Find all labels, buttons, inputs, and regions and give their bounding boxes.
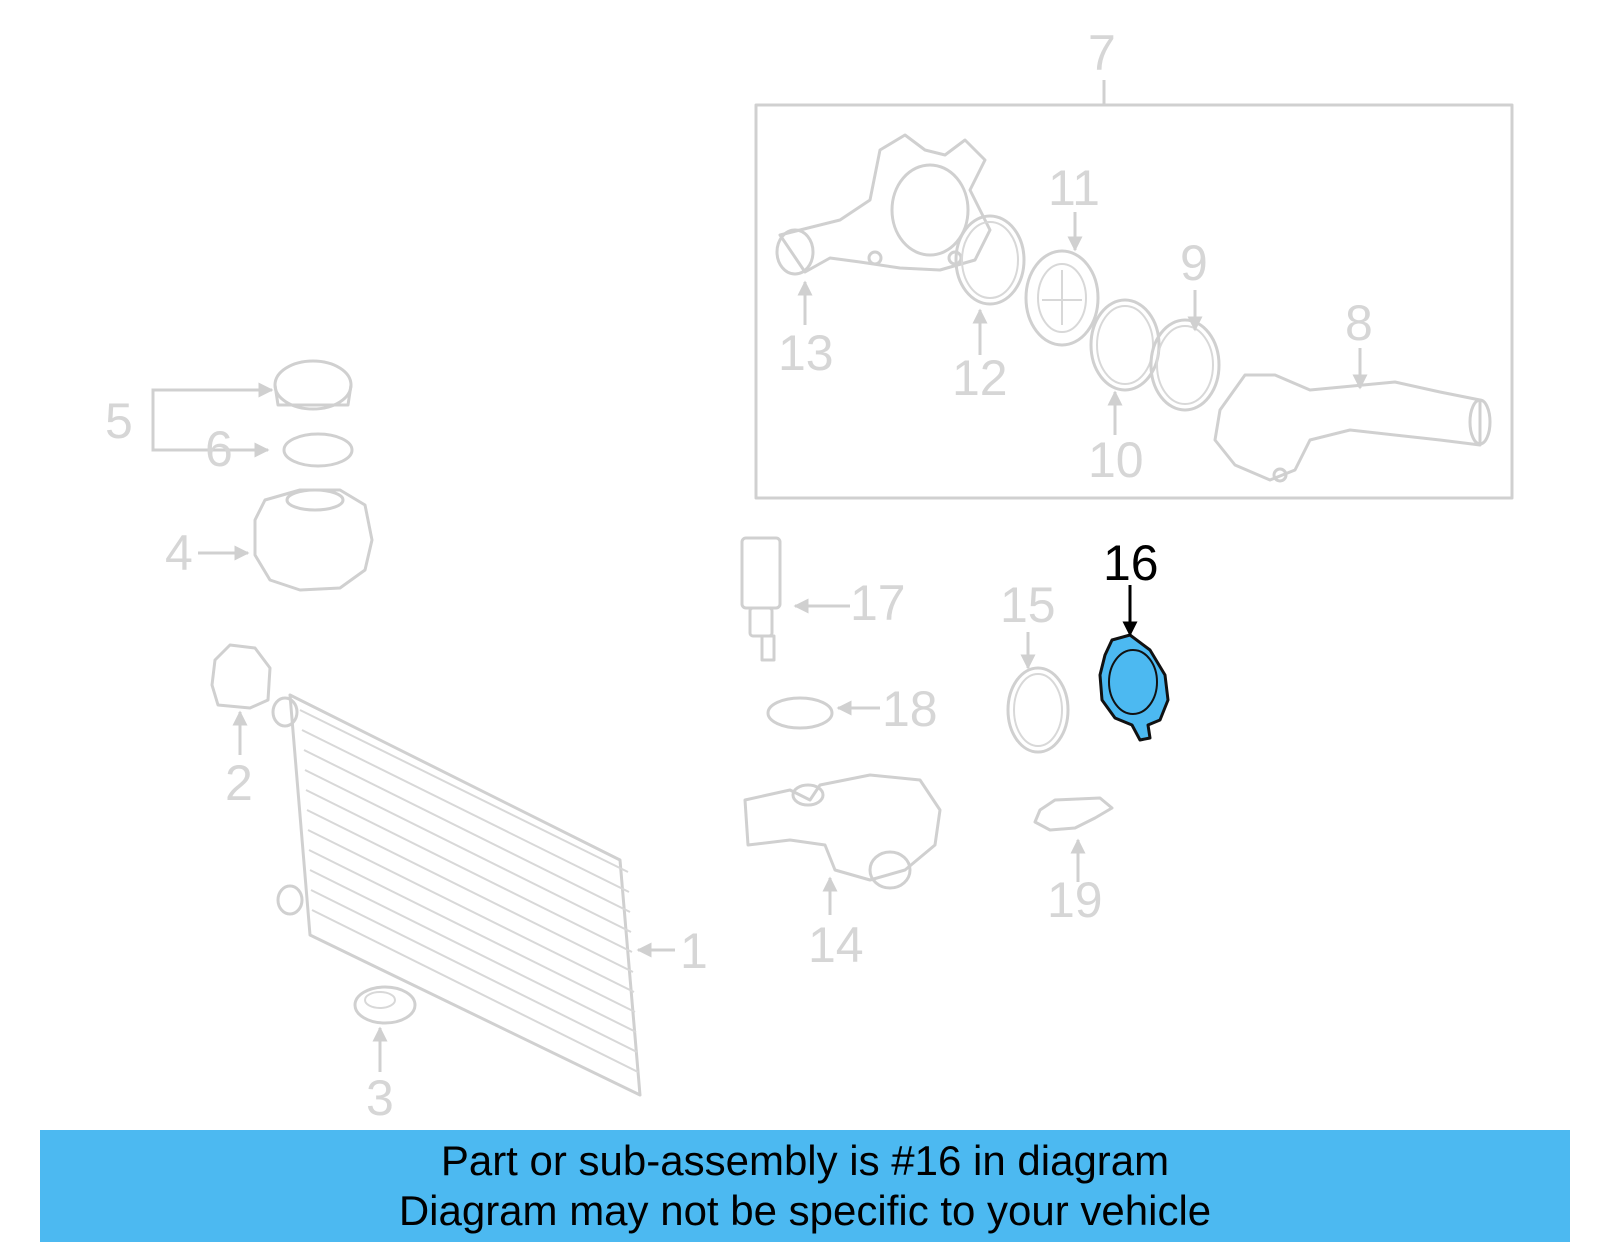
callout-9[interactable]: 9 (1180, 235, 1208, 291)
part-19-clip[interactable] (1033, 796, 1114, 832)
part-8-coolant-pipe[interactable] (1213, 373, 1492, 483)
banner-line-part: Part or sub-assembly is #16 in diagram (440, 1137, 1170, 1184)
part-3-grommet[interactable] (353, 985, 417, 1025)
part-10-seal[interactable] (1089, 298, 1161, 392)
callout-12[interactable]: 12 (952, 350, 1008, 406)
part-16-gasket-highlighted[interactable] (1098, 633, 1170, 742)
part-1-radiator[interactable] (271, 693, 642, 1097)
banner-line-disclaimer: Diagram may not be specific to your vehi… (398, 1187, 1212, 1234)
callout-15[interactable]: 15 (1000, 577, 1056, 633)
part-4-coolant-reservoir[interactable] (253, 488, 374, 592)
part-9-o-ring[interactable] (1149, 318, 1221, 412)
part-13-thermostat-housing[interactable] (775, 133, 992, 276)
callout-4[interactable]: 4 (165, 525, 193, 581)
callout-1[interactable]: 1 (680, 923, 708, 979)
part-2-bracket[interactable] (210, 643, 272, 710)
part-5-reservoir-cap[interactable] (273, 359, 353, 411)
callout-14[interactable]: 14 (808, 917, 864, 973)
callout-3[interactable]: 3 (366, 1070, 394, 1126)
part-14-coolant-flange[interactable] (743, 773, 942, 890)
callout-6[interactable]: 6 (205, 421, 233, 477)
part-17-temperature-sensor[interactable] (740, 536, 782, 662)
callout-10[interactable]: 10 (1088, 432, 1144, 488)
part-11-thermostat[interactable] (1024, 249, 1100, 347)
callout-19[interactable]: 19 (1047, 872, 1103, 928)
callout-13[interactable]: 13 (778, 325, 834, 381)
part-15-o-ring[interactable] (1006, 666, 1070, 754)
info-banner: Part or sub-assembly is #16 in diagram D… (40, 1130, 1570, 1242)
callout-5[interactable]: 5 (105, 393, 133, 449)
callout-2[interactable]: 2 (225, 755, 253, 811)
parts-diagram: 7 13 12 11 10 9 8 5 6 (105, 25, 1514, 1126)
part-6-o-ring[interactable] (282, 432, 354, 468)
callout-8[interactable]: 8 (1345, 295, 1373, 351)
assembly-7-box (754, 103, 1514, 500)
callout-7[interactable]: 7 (1088, 25, 1116, 81)
callout-18[interactable]: 18 (882, 681, 938, 737)
callout-16[interactable]: 16 (1103, 535, 1159, 591)
callout-11[interactable]: 11 (1048, 160, 1100, 216)
part-18-o-ring[interactable] (766, 696, 834, 730)
callout-17[interactable]: 17 (850, 575, 906, 631)
part-12-o-ring[interactable] (954, 214, 1026, 306)
